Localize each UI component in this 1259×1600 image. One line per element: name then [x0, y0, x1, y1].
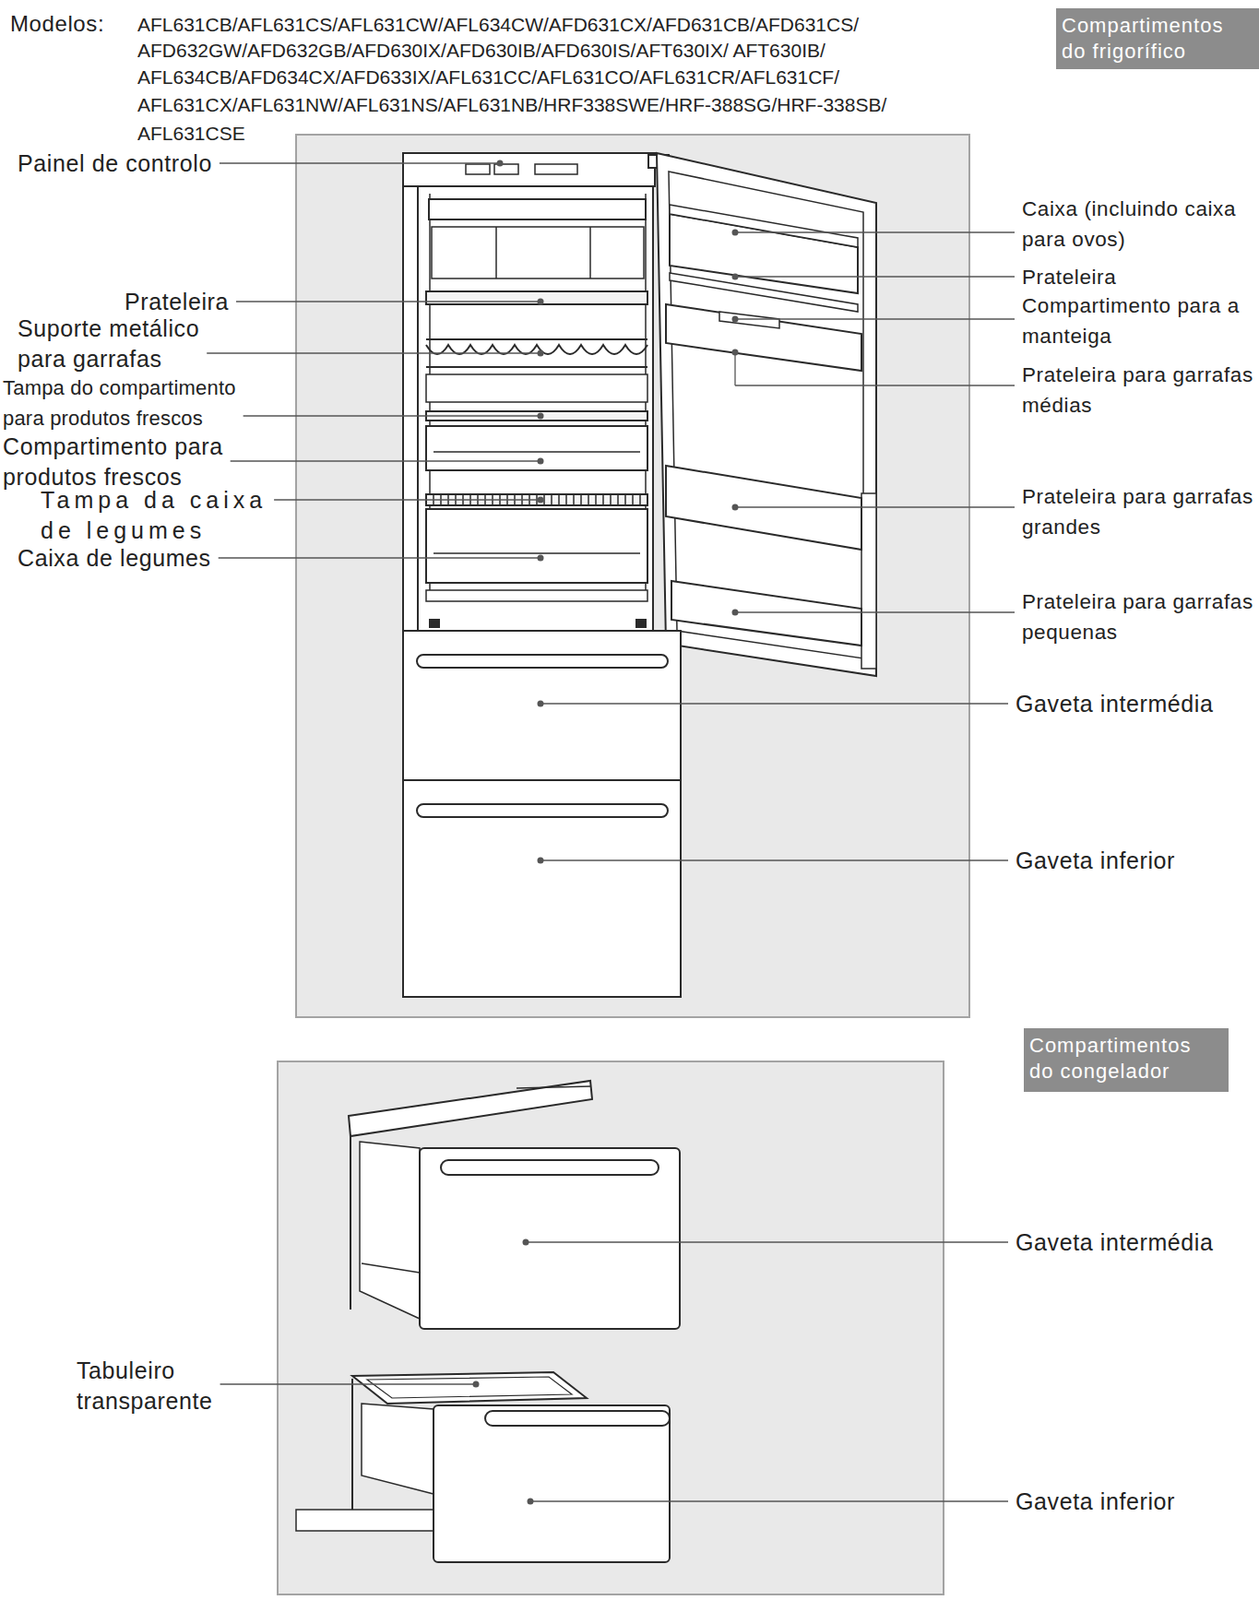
part-label: Gaveta intermédia [1015, 1227, 1213, 1259]
fridge-panel [296, 134, 970, 1018]
part-label: Tabuleiro transparente [76, 1355, 262, 1417]
leader-line [735, 506, 1015, 508]
leader-line [206, 352, 541, 354]
part-label: Prateleira [1021, 261, 1258, 293]
part-label: Caixa (incluindo caixa para ovos) [1021, 193, 1258, 255]
leader-line [243, 415, 541, 416]
leader-line [236, 300, 541, 302]
part-label: Tampa do compartimento para produtos fre… [2, 372, 266, 434]
leader-line [219, 162, 500, 164]
model-list: AFL631CB/AFL631CS/AFL631CW/AFL634CW/AFD6… [137, 11, 859, 38]
fridge-body [403, 153, 877, 998]
leader-line [735, 611, 1015, 613]
section-tag: Compartimentos do congelador [1023, 1028, 1229, 1093]
part-label: Prateleira [124, 286, 229, 318]
part-label: Compartimento para produtos frescos [2, 431, 271, 493]
part-label: Painel de controlo [17, 148, 213, 179]
part-label: Prateleira para garrafas médias [1021, 359, 1258, 421]
part-label: Gaveta intermédia [1015, 688, 1213, 720]
part-label: Prateleira para garrafas grandes [1021, 481, 1258, 543]
section-tag-text: Compartimentos do frigorífico [1061, 12, 1232, 65]
leader-line [540, 702, 1009, 704]
model-list: AFD632GW/AFD632GB/AFD630IX/AFD630IB/AFD6… [137, 37, 826, 64]
part-label: Gaveta inferior [1015, 1486, 1176, 1518]
part-label: Suporte metálico para garrafas [17, 313, 253, 375]
part-label: Compartimento para a manteiga [1021, 290, 1258, 352]
part-label: Caixa de legumes [17, 543, 212, 574]
freezer-drawers [296, 1080, 680, 1563]
part-label: Gaveta inferior [1015, 845, 1176, 877]
model-list: AFL634CB/AFD634CX/AFD633IX/AFL631CC/AFL6… [137, 64, 840, 91]
leader-line [735, 275, 1015, 277]
leader-line [525, 1241, 1009, 1243]
section-tag: Compartimentos do frigorífico [1056, 8, 1259, 70]
leader-dots [473, 160, 739, 1506]
part-label: Tampa da caixa de legumes [40, 485, 295, 547]
leader-line [734, 352, 736, 386]
leader-line [273, 498, 541, 500]
leader-line [735, 231, 1015, 233]
leader-line [230, 460, 541, 462]
model-list: AFL631CSE [137, 120, 246, 147]
model-list: AFL631CX/AFL631NW/AFL631NS/AFL631NB/HRF3… [137, 92, 887, 119]
model-list: Modelos: [10, 11, 105, 37]
part-label: Prateleira para garrafas pequenas [1021, 586, 1258, 648]
leader-line [530, 1500, 1009, 1502]
leader-lines [206, 163, 1015, 1502]
leader-line [735, 384, 1015, 386]
freezer-panel [277, 1061, 944, 1595]
leader-line [218, 557, 541, 559]
leader-line [220, 1383, 476, 1385]
leader-line [735, 318, 1015, 320]
section-tag-text: Compartimentos do congelador [1029, 1033, 1201, 1085]
leader-line [540, 859, 1009, 861]
